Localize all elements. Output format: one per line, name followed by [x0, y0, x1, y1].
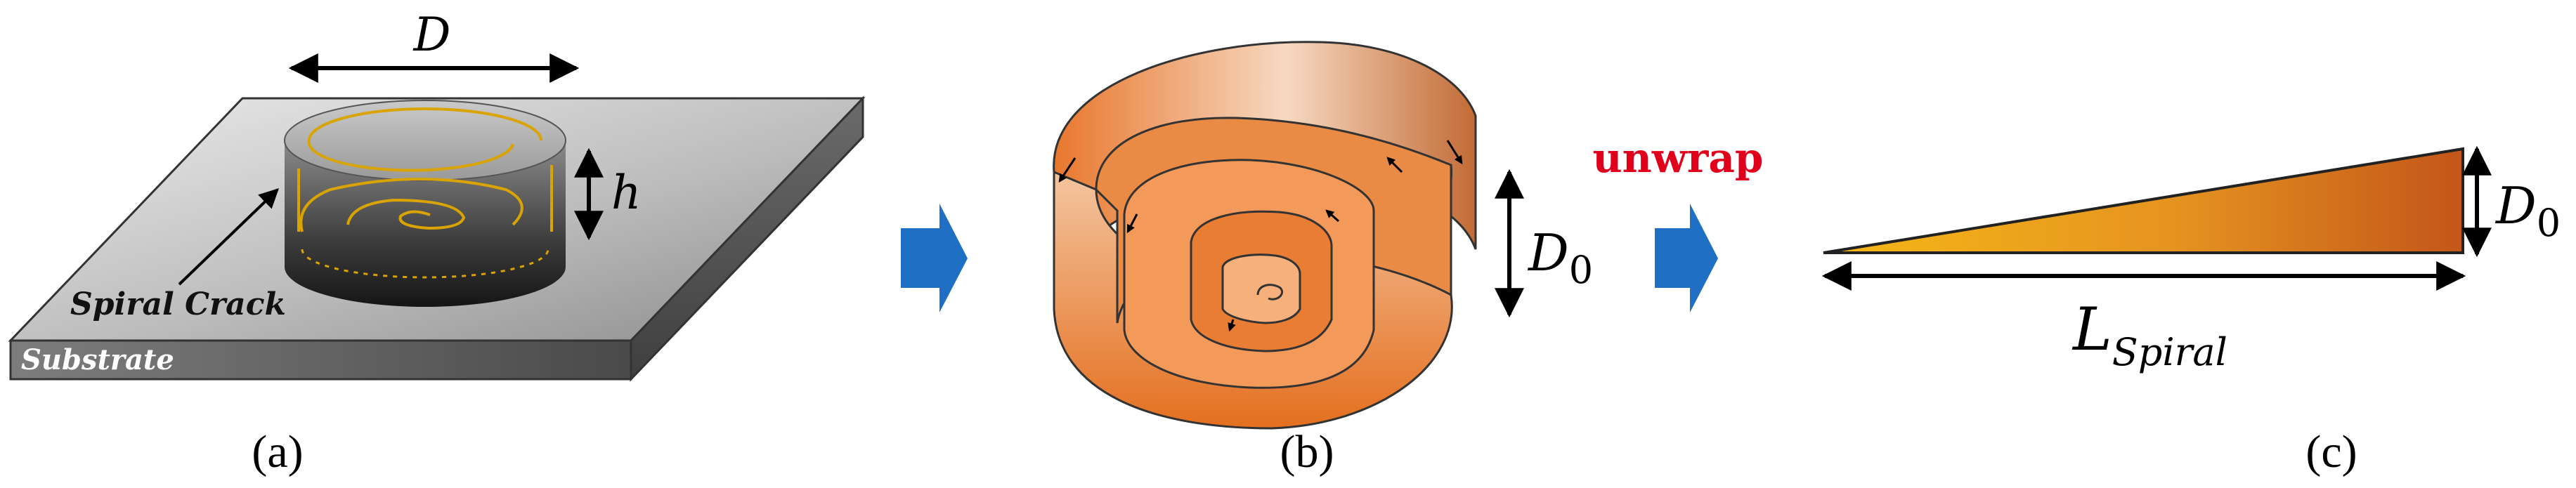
spiral-crack-body-trace [297, 165, 553, 232]
caption-b: (b) [1280, 426, 1334, 477]
cylinder-film [284, 100, 566, 307]
substrate-label: Substrate [21, 343, 174, 376]
unwrap-label: unwrap [1593, 134, 1764, 182]
height-label: h [611, 166, 642, 220]
strip-width-label: D0 [1527, 223, 1593, 292]
spiral-length-label: LSpiral [2071, 295, 2227, 374]
crack-label: Spiral Crack [70, 286, 286, 322]
caption-a: (a) [252, 426, 303, 477]
strip-width-subscript: 0 [1569, 248, 1593, 292]
panel-a: D h Spiral Crack Substrate (a) [8, 8, 866, 477]
crack-pointer-arrow [178, 188, 280, 286]
spiral-crack-top-trace [307, 107, 542, 172]
flow-arrow-icon [901, 204, 968, 312]
unwrapped-width-label: D0 [2494, 176, 2561, 245]
panel-b: D0 (b) [1053, 41, 1593, 477]
unrolled-spiral-strip [1053, 41, 1477, 430]
unwrapped-width-symbol: D [2494, 176, 2537, 235]
diameter-label: D [413, 8, 451, 62]
caption-c: (c) [2305, 426, 2357, 477]
panel-c: D0 LSpiral (c) [1821, 145, 2561, 477]
spiral-length-subscript: Spiral [2112, 330, 2227, 374]
unwrapped-width-subscript: 0 [2537, 201, 2561, 245]
strip-width-symbol: D [1527, 223, 1569, 282]
strip-direction-arrows [1058, 140, 1463, 332]
flow-arrow-icon [1655, 204, 1718, 312]
spiral-length-symbol: L [2071, 295, 2112, 364]
unwrapped-strip-triangle [1823, 147, 2464, 254]
